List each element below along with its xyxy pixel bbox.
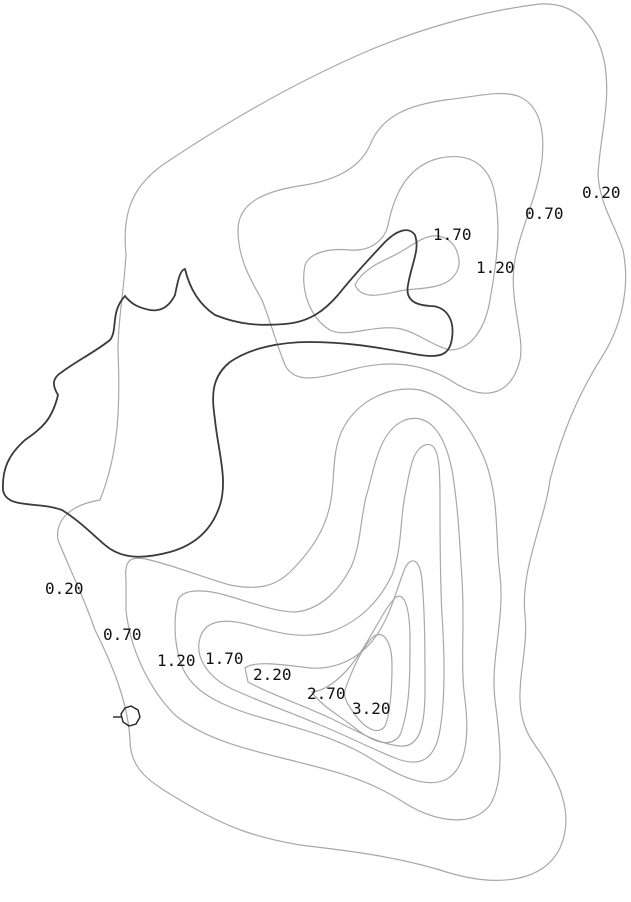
contour-3-20-lower	[343, 633, 393, 731]
contour-2-70-lower	[310, 595, 411, 744]
contour-label-bottom-2-20: 2.20	[253, 665, 292, 684]
contour-0-70-upper	[237, 92, 544, 394]
contour-label-bottom-2-70: 2.70	[307, 684, 346, 703]
contour-label-bottom-1-70: 1.70	[205, 649, 244, 668]
contour-0-20-outer	[57, 3, 627, 881]
contour-label-top-1-70: 1.70	[433, 225, 472, 244]
contour-2-20-lower	[244, 560, 426, 747]
station-marker-icon	[113, 705, 141, 727]
contour-label-bottom-0-20: 0.20	[45, 579, 84, 598]
contour-1-20-upper	[303, 156, 499, 351]
contour-0-70-lower	[125, 388, 502, 821]
contour-label-bottom-0-70: 0.70	[103, 625, 142, 644]
contour-label-bottom-1-20: 1.20	[157, 651, 196, 670]
contour-1-70-upper	[354, 235, 460, 296]
contour-label-top-0-20: 0.20	[582, 183, 621, 202]
contour-label-top-1-20: 1.20	[476, 258, 515, 277]
contour-label-top-0-70: 0.70	[525, 204, 564, 223]
contour-label-bottom-3-20: 3.20	[352, 699, 391, 718]
contour-1-70-lower	[198, 443, 445, 763]
region-boundary-outline	[2, 229, 454, 558]
contour-1-20-lower	[174, 417, 468, 784]
